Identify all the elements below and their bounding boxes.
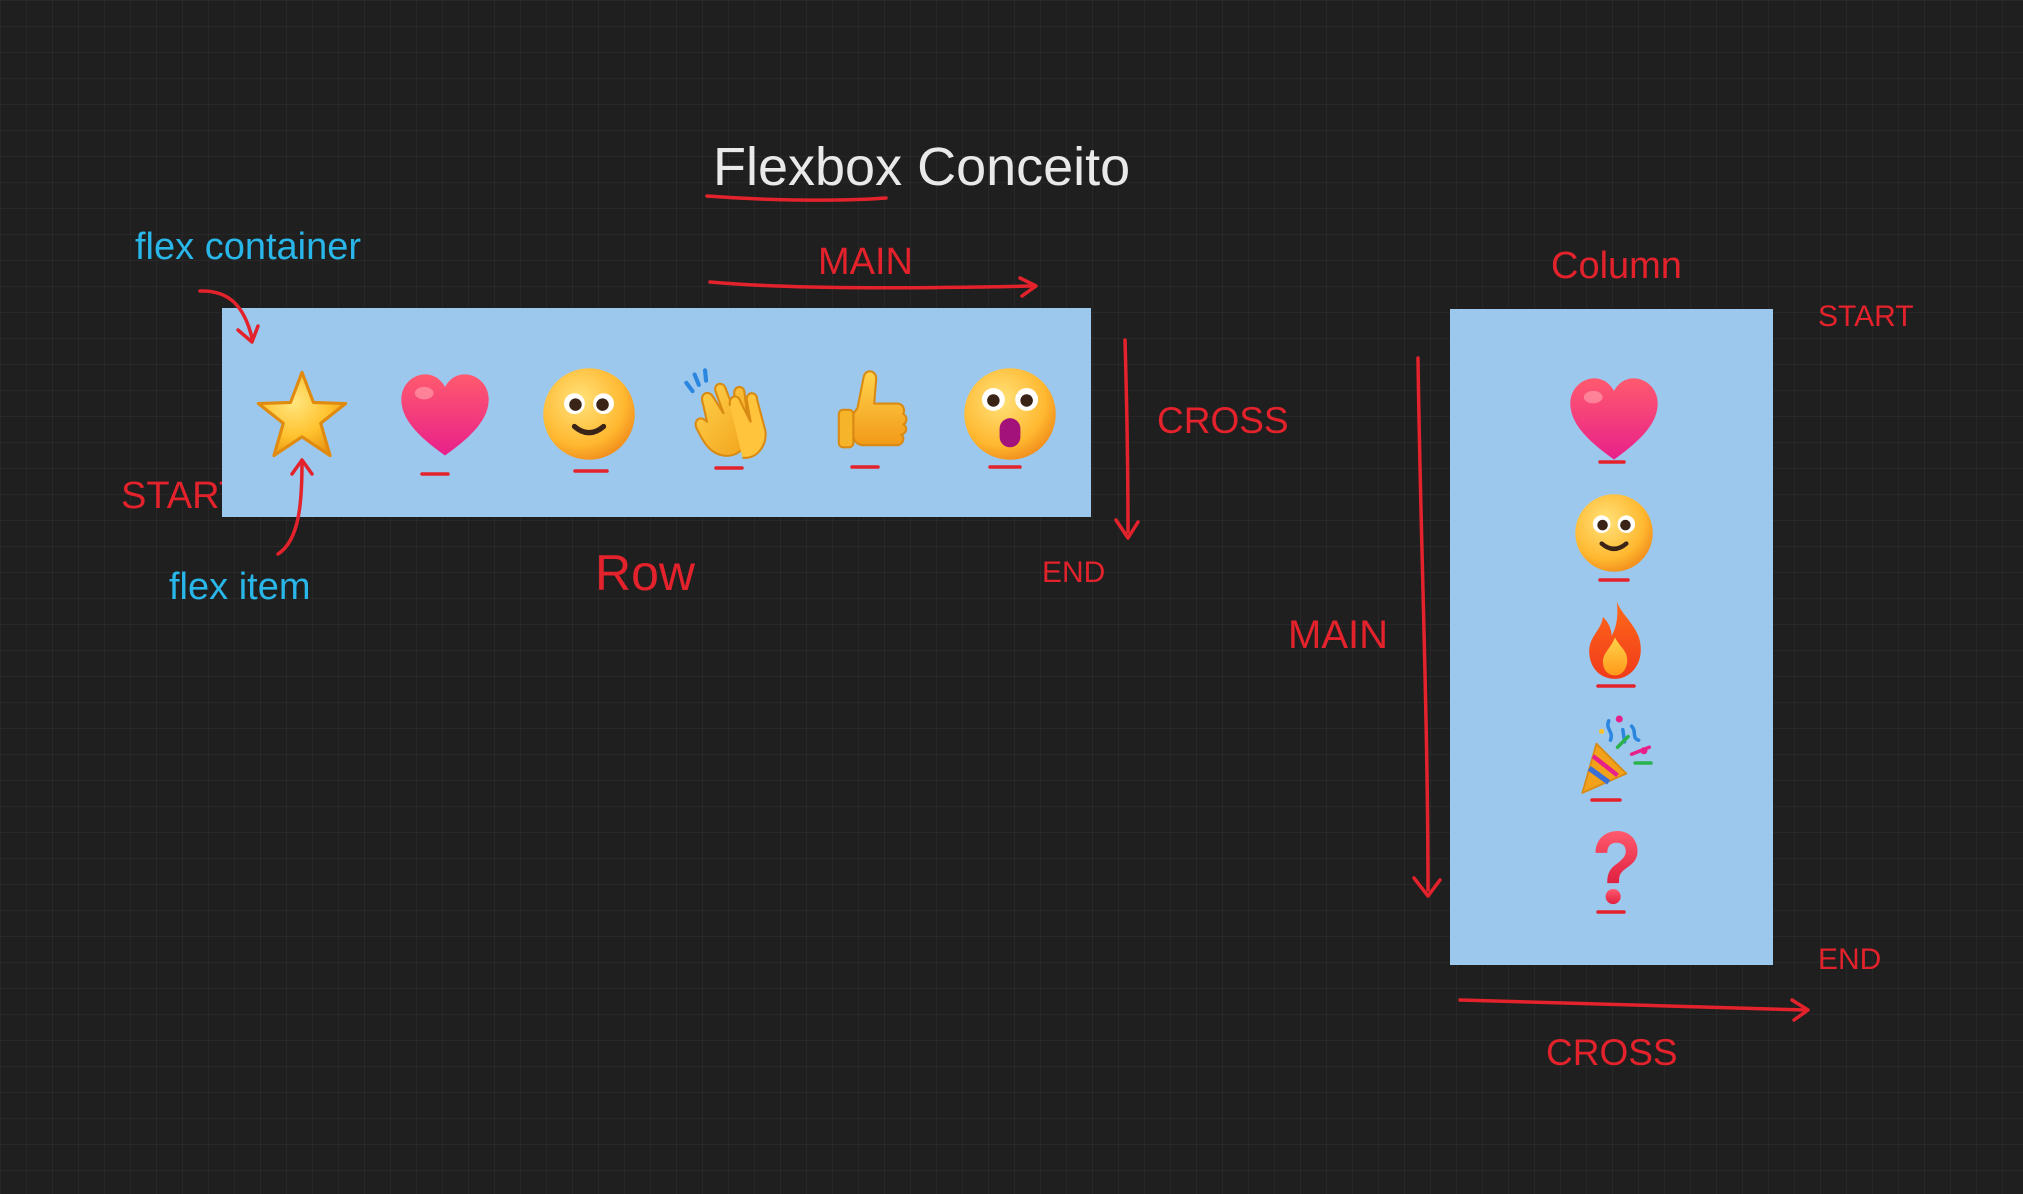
column-start-label: START xyxy=(1818,300,1914,333)
column-smiling-face-emoji-icon xyxy=(1570,489,1658,577)
clapping-hands-emoji-icon xyxy=(678,362,782,466)
party-popper-emoji-icon xyxy=(1570,712,1658,800)
row-cross-axis-arrow xyxy=(1123,338,1130,534)
flex-item-label: flex item xyxy=(169,566,311,608)
column-cross-axis-label: CROSS xyxy=(1546,1032,1678,1073)
row-end-label: END xyxy=(1042,556,1106,589)
row-cross-axis-label: CROSS xyxy=(1157,400,1289,441)
surprised-face-emoji-icon xyxy=(958,362,1062,466)
page-title: Flexbox Conceito xyxy=(713,137,1131,197)
row-main-arrowhead xyxy=(1018,276,1038,298)
column-main-axis-label: MAIN xyxy=(1288,613,1388,657)
smiling-face-emoji-icon xyxy=(537,362,641,466)
fire-emoji-icon xyxy=(1572,598,1658,684)
heart-emoji-icon xyxy=(393,364,497,468)
thumbs-up-emoji-icon xyxy=(818,362,922,466)
column-cross-arrowhead xyxy=(1790,998,1810,1022)
column-end-label: END xyxy=(1818,943,1882,976)
row-flex-container xyxy=(222,308,1091,517)
column-cross-axis-arrow xyxy=(1458,998,1808,1012)
row-main-axis-label: MAIN xyxy=(818,241,913,283)
column-direction-label: Column xyxy=(1551,245,1682,287)
row-cross-arrowhead xyxy=(1114,518,1140,540)
flex-container-label: flex container xyxy=(135,226,362,268)
column-heart-emoji-icon xyxy=(1562,368,1666,472)
row-start-label: START xyxy=(121,475,243,517)
column-main-axis-arrow xyxy=(1416,356,1430,892)
star-emoji-icon xyxy=(250,364,354,468)
row-direction-label: Row xyxy=(595,545,696,601)
column-main-arrowhead xyxy=(1412,876,1442,898)
question-mark-emoji-icon xyxy=(1572,826,1656,910)
